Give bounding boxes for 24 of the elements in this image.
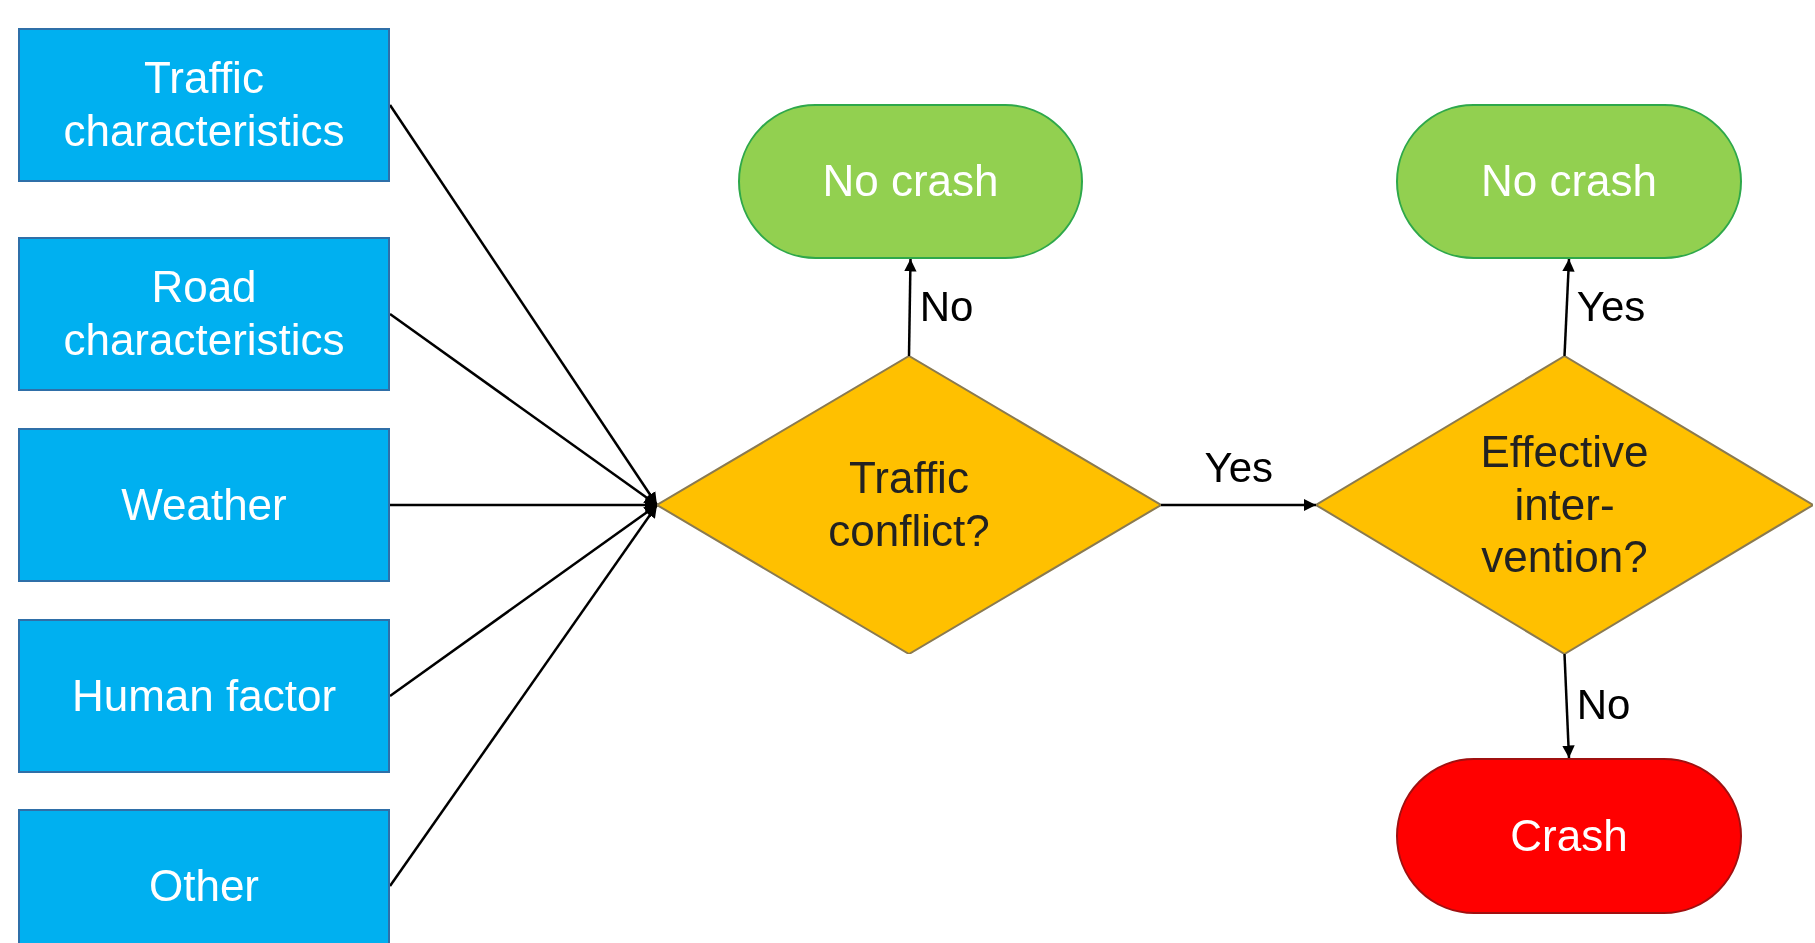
node-text: No crash xyxy=(821,155,1000,208)
arrow xyxy=(1562,653,1575,759)
node-text: Weather xyxy=(120,478,288,531)
arrow xyxy=(904,258,917,357)
node-text: Traffic characteristics xyxy=(62,52,346,157)
node-text: No crash xyxy=(1479,155,1659,208)
node-text: Other xyxy=(147,859,260,912)
process-box xyxy=(18,619,390,773)
arrow xyxy=(390,498,657,512)
arrow xyxy=(389,504,658,697)
process-box xyxy=(18,28,390,182)
node-text: Human factor xyxy=(70,669,338,722)
process-box xyxy=(18,809,390,943)
node-text: Crash xyxy=(1509,809,1629,862)
decision-diamond xyxy=(657,356,1161,654)
arrow xyxy=(1161,498,1316,512)
process-box xyxy=(18,428,390,582)
process-box xyxy=(18,237,390,391)
node-text: Road characteristics xyxy=(62,261,346,366)
arrow xyxy=(1562,258,1575,357)
decision-diamond xyxy=(1316,356,1813,654)
node-text: Traffic conflict? xyxy=(827,452,991,557)
arrow xyxy=(389,313,658,506)
node-text: Effective inter- vention? xyxy=(1479,425,1650,584)
